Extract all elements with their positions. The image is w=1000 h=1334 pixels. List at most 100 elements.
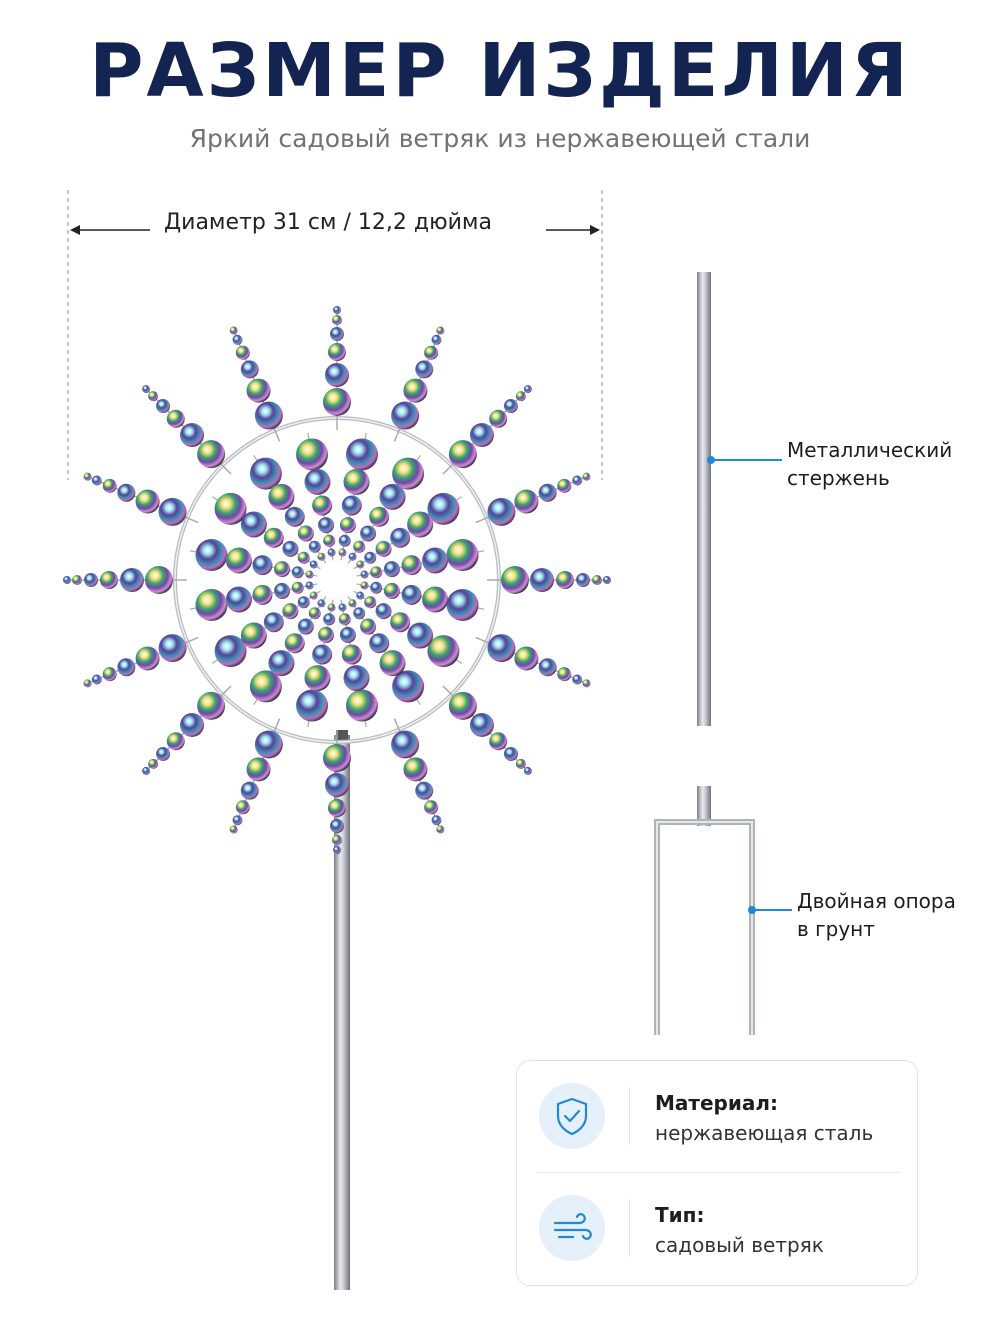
bead — [341, 495, 362, 516]
bead — [330, 819, 344, 833]
bead — [424, 800, 439, 815]
bead — [339, 626, 356, 643]
bead — [391, 730, 420, 759]
card-divider — [537, 1172, 899, 1173]
bead — [323, 744, 351, 772]
bead — [448, 691, 477, 720]
bead — [282, 603, 299, 620]
bead — [252, 555, 273, 576]
bead — [446, 588, 479, 621]
bead — [427, 492, 460, 525]
bead — [305, 570, 314, 579]
bead — [91, 674, 102, 685]
bead — [383, 582, 400, 599]
bead — [572, 475, 583, 486]
bead — [195, 588, 228, 621]
spinner-pole — [334, 735, 350, 1290]
bead — [469, 712, 494, 737]
bead — [297, 525, 314, 542]
bead — [249, 670, 282, 703]
bead — [353, 540, 366, 553]
bead — [328, 799, 346, 817]
bead — [424, 345, 439, 360]
bead — [469, 423, 494, 448]
bead — [523, 385, 532, 394]
bead — [240, 360, 259, 379]
bead — [436, 825, 445, 834]
bead — [356, 591, 365, 600]
bead — [348, 599, 357, 608]
bead — [325, 773, 349, 797]
bead — [369, 633, 390, 654]
bead — [557, 667, 572, 682]
bead — [304, 468, 331, 495]
bead — [341, 644, 362, 665]
spec-row-type: Тип: садовый ветряк — [517, 1173, 917, 1283]
bead — [345, 689, 378, 722]
bead — [235, 800, 250, 815]
bead — [557, 478, 572, 493]
bead — [436, 326, 445, 335]
bead — [360, 570, 369, 579]
bead — [501, 566, 529, 594]
bead — [312, 495, 333, 516]
bead — [327, 548, 336, 557]
bead — [364, 596, 377, 609]
page-subtitle: Яркий садовый ветряк из нержавеющей стал… — [189, 124, 811, 153]
bead — [576, 573, 590, 587]
bead — [254, 730, 283, 759]
specs-card: Материал: нержавеющая сталь Тип: садовый… — [516, 1060, 918, 1286]
bead — [214, 635, 247, 668]
bead — [318, 626, 335, 643]
wind-icon — [539, 1195, 605, 1261]
bead — [407, 511, 434, 538]
bead — [369, 506, 390, 527]
bead — [415, 360, 434, 379]
bead — [142, 766, 151, 775]
bead — [252, 584, 273, 605]
bead — [235, 345, 250, 360]
bead — [332, 315, 342, 325]
bead — [379, 650, 406, 677]
bead — [291, 566, 304, 579]
bead — [431, 334, 442, 345]
bead — [246, 378, 271, 403]
bead — [158, 634, 187, 663]
bead — [195, 539, 228, 572]
stake-callout-line-2: в грунт — [797, 917, 875, 941]
bead — [263, 612, 284, 633]
bead — [390, 527, 411, 548]
bead — [592, 575, 602, 585]
bead — [214, 492, 247, 525]
bead — [197, 440, 226, 469]
bead — [572, 674, 583, 685]
bead — [308, 540, 321, 553]
spec-row-material: Материал: нержавеющая сталь — [517, 1061, 917, 1171]
bead — [102, 667, 117, 682]
bead — [489, 732, 508, 751]
bead — [503, 399, 518, 414]
bead — [296, 438, 329, 471]
spec-label-type: Тип: — [655, 1203, 705, 1227]
bead — [333, 846, 341, 854]
bead — [117, 483, 136, 502]
bead — [308, 607, 321, 620]
dimension-guides — [67, 190, 603, 480]
bead — [297, 551, 310, 564]
bead — [254, 401, 283, 430]
bead — [268, 650, 295, 677]
metal-rod — [697, 272, 711, 726]
bead — [323, 388, 351, 416]
rod-callout: Металлический стержень — [787, 436, 977, 492]
bead — [431, 815, 442, 826]
bead — [383, 561, 400, 578]
bead — [403, 378, 428, 403]
bead — [83, 679, 92, 688]
bead — [100, 571, 118, 589]
bead — [145, 566, 173, 594]
stake-callout-line-1: Двойная опора — [797, 889, 956, 913]
bead — [246, 757, 271, 782]
bead — [229, 825, 238, 834]
bead — [91, 475, 102, 486]
bead — [156, 746, 171, 761]
